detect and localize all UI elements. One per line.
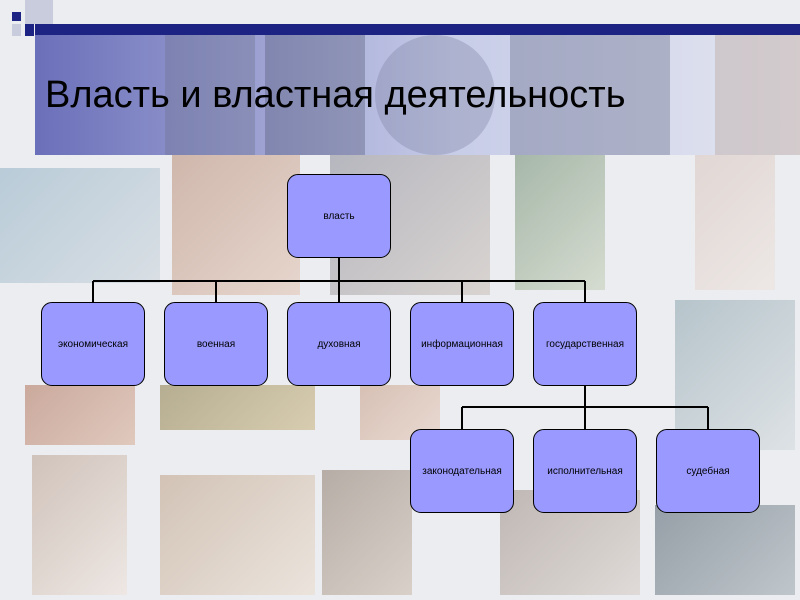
background-photo (695, 155, 775, 290)
background-photo (0, 168, 160, 283)
title-banner (35, 35, 800, 155)
node-executive: исполнительная (533, 429, 637, 513)
node-informational: информационная (410, 302, 514, 386)
banner-photo (510, 35, 670, 155)
accent-square (12, 24, 21, 36)
node-military: военная (164, 302, 268, 386)
accent-square (25, 0, 53, 24)
background-photo (655, 505, 795, 595)
node-spiritual: духовная (287, 302, 391, 386)
banner-photo (265, 35, 365, 155)
node-judicial: судебная (656, 429, 760, 513)
background-photo (515, 155, 605, 290)
background-photo (675, 300, 795, 450)
background-photo (160, 475, 315, 595)
node-root: власть (287, 174, 391, 258)
banner-photo (165, 35, 255, 155)
background-photo (172, 155, 300, 295)
banner-photo (715, 35, 800, 155)
node-state: государственная (533, 302, 637, 386)
background-photo (32, 455, 127, 595)
node-legislative: законодательная (410, 429, 514, 513)
banner-photo (375, 35, 495, 155)
header-rule (35, 24, 800, 35)
background-photo (322, 470, 412, 595)
background-photo (160, 385, 315, 430)
background-photo (25, 385, 135, 445)
accent-square (12, 12, 21, 21)
accent-square (25, 24, 34, 36)
node-economic: экономическая (41, 302, 145, 386)
slide-title: Власть и властная деятельность (45, 74, 626, 116)
